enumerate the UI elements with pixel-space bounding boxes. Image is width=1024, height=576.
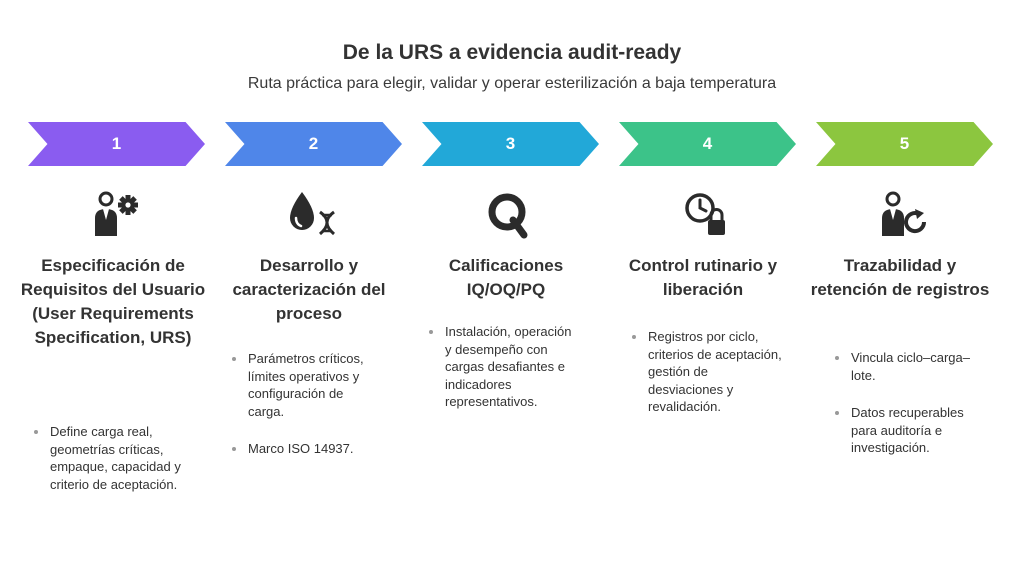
stage-5-title: Trazabilidad y retención de registros — [810, 256, 990, 299]
stage-5-bullets: Vincula ciclo–carga–lote. Datos recupera… — [835, 349, 985, 477]
stage-4-title: Control rutinario y liberación — [628, 256, 778, 299]
stage-5-chevron: 5 — [816, 122, 993, 166]
stage-1-chevron: 1 — [28, 122, 205, 166]
stage-4-number: 4 — [702, 134, 713, 153]
stage-2-title: Desarrollo y caracterización del proceso — [232, 256, 386, 323]
stage-2-bullet: Marco ISO 14937. — [232, 440, 382, 458]
stage-3-number: 3 — [505, 134, 516, 153]
stage-5-number: 5 — [899, 134, 910, 153]
magnifier-q-icon — [479, 188, 539, 242]
stage-4-bullet: Registros por ciclo, criterios de acepta… — [632, 328, 782, 416]
stage-3-title: Calificaciones IQ/OQ/PQ — [448, 256, 564, 299]
user-refresh-icon — [873, 188, 933, 242]
stage-3-bullets: Instalación, operación y desempeño con c… — [429, 323, 579, 431]
user-gear-icon — [85, 188, 145, 242]
clock-lock-icon — [676, 188, 736, 242]
stage-4-bullets: Registros por ciclo, criterios de acepta… — [632, 328, 782, 436]
stage-3-chevron: 3 — [422, 122, 599, 166]
stage-2-number: 2 — [308, 134, 319, 153]
page-subtitle: Ruta práctica para elegir, validar y ope… — [247, 75, 777, 92]
drop-dna-icon — [282, 188, 342, 242]
stage-2-bullets: Parámetros críticos, límites operativos … — [232, 350, 382, 478]
stage-1-bullets: Define carga real, geometrías críticas, … — [34, 423, 184, 513]
stage-1-title: Especificación de Requisitos del Usuario… — [20, 256, 206, 347]
stage-2-bullet: Parámetros críticos, límites operativos … — [232, 350, 382, 420]
stage-1-bullet: Define carga real, geometrías críticas, … — [34, 423, 184, 493]
stage-2-chevron: 2 — [225, 122, 402, 166]
stage-5-bullet: Datos recuperables para auditoría e inve… — [835, 404, 985, 457]
page-title: De la URS a evidencia audit-ready — [342, 41, 682, 64]
stage-3-bullet: Instalación, operación y desempeño con c… — [429, 323, 579, 411]
stage-5-bullet: Vincula ciclo–carga–lote. — [835, 349, 985, 384]
stage-4-chevron: 4 — [619, 122, 796, 166]
stage-1-number: 1 — [111, 134, 122, 153]
